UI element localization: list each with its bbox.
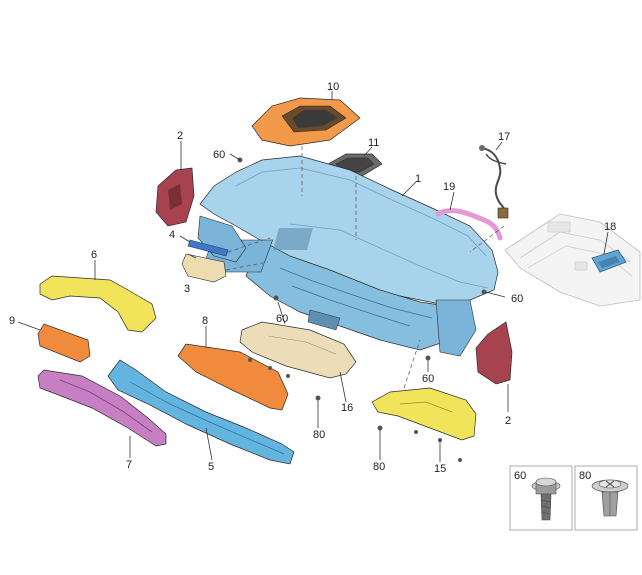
label-60-lower: 60 [422, 373, 434, 385]
label-60-right: 60 [511, 293, 523, 305]
label-7: 7 [126, 459, 132, 471]
label-18: 18 [604, 221, 616, 233]
label-6: 6 [91, 249, 97, 261]
part-3-bracket [181, 253, 227, 283]
part-2-right-cover [475, 321, 513, 385]
guide-lines [225, 146, 505, 389]
part-10-top-panel [251, 97, 361, 147]
label-15: 15 [434, 463, 446, 475]
part-6-yellow-trim [39, 275, 157, 333]
label-8: 8 [202, 315, 208, 327]
label-80-center: 80 [313, 429, 325, 441]
label-11: 11 [368, 137, 379, 149]
screw-icon [531, 477, 561, 521]
part-17-harness [479, 145, 509, 219]
label-4: 4 [169, 229, 175, 241]
label-2-right: 2 [505, 415, 511, 427]
leader-lines [17, 91, 609, 462]
label-1: 1 [415, 173, 421, 185]
part-8-orange-panel [177, 343, 289, 411]
label-10: 10 [327, 81, 339, 93]
part-2-left-bracket [155, 167, 195, 227]
label-60-top: 60 [213, 149, 225, 161]
label-19: 19 [443, 181, 455, 193]
part-18-bracket [591, 249, 627, 273]
part-5-blue-trim [107, 359, 295, 465]
label-17: 17 [498, 131, 510, 143]
push-clip-icon [591, 479, 629, 517]
part-4-bar [187, 239, 229, 257]
part-1-dash-carrier [197, 155, 499, 357]
label-3: 3 [184, 283, 190, 295]
part-labels: 10 11 1 2 60 17 19 18 4 3 6 9 8 2 60 60 … [9, 81, 616, 475]
label-80-lower: 80 [373, 461, 385, 473]
part-16-frame [239, 321, 357, 379]
part-19-duct [435, 208, 503, 241]
part-15-yellow-bracket [371, 387, 477, 441]
label-9: 9 [9, 315, 15, 327]
label-2-left: 2 [177, 130, 183, 142]
part-9-orange-trim [37, 323, 91, 363]
label-16: 16 [341, 402, 353, 414]
label-5: 5 [208, 461, 214, 473]
inset-clip-label: 80 [579, 470, 591, 482]
label-60-center: 60 [276, 313, 288, 325]
fastener-inset: 60 80 [509, 465, 638, 531]
part-7-purple-strip [37, 369, 167, 447]
inset-screw-label: 60 [514, 470, 526, 482]
